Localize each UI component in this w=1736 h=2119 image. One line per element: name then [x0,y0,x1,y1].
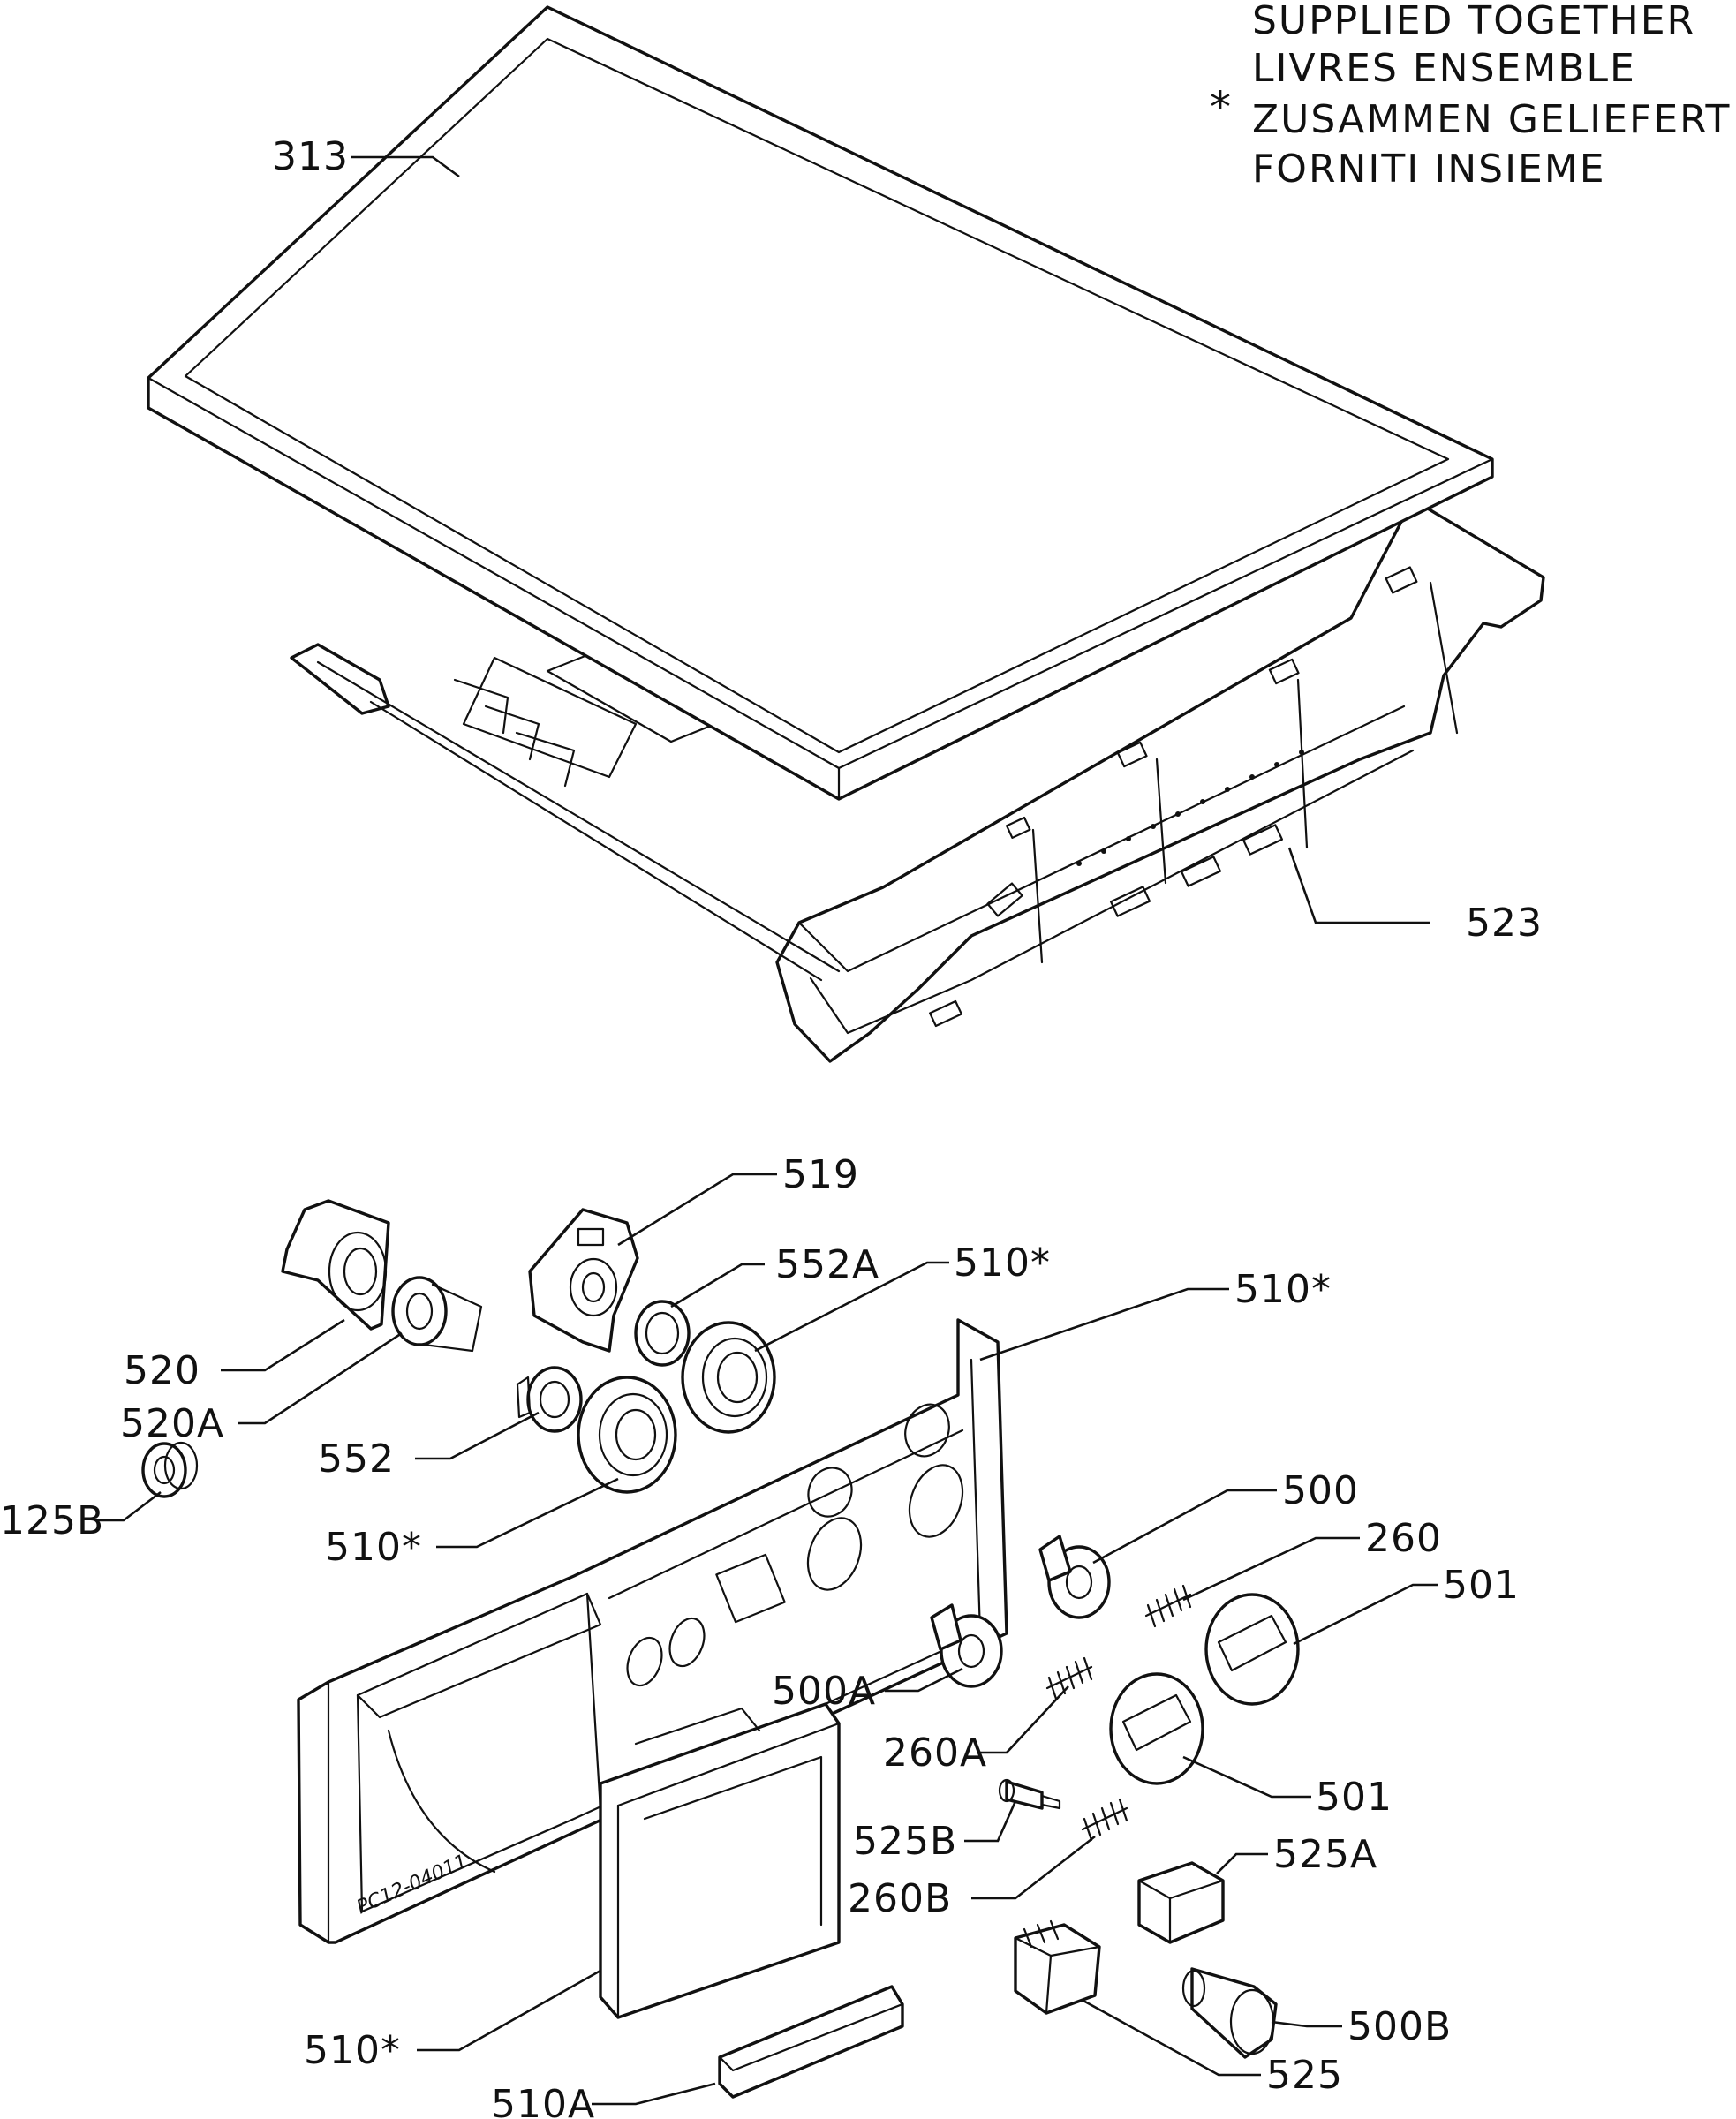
callout-260: 260 [1365,1516,1442,1561]
part-260B-spring [1081,1798,1128,1842]
callout-260A: 260A [883,1731,987,1776]
part-510-drawer-handle [599,1702,841,2019]
callout-labels: 313 523 519 552A 510* 510* 520 520A 125B… [0,134,1543,2119]
part-500-shaft [1038,1535,1111,1619]
callout-500: 500 [1282,1468,1359,1513]
part-510A-label-strip [718,1985,904,2099]
part-260-spring [1144,1584,1192,1628]
callout-260B: 260B [848,1876,952,1921]
part-520A-gear [391,1276,483,1353]
callout-313: 313 [272,134,349,179]
part-500B-shaft [1181,1967,1278,2059]
legend-line-1: SUPPLIED TOGETHER [1252,0,1695,43]
legend-marker: * [1210,83,1231,132]
callout-510A: 510A [491,2082,595,2119]
part-313-lid [147,5,1494,801]
callout-510-handle: 510* [304,2028,401,2073]
callout-552A: 552A [775,1242,879,1287]
part-519-cam [528,1208,639,1353]
legend: SUPPLIED TOGETHER LIVRES ENSEMBLE * ZUSA… [1210,0,1731,192]
part-510-control-panel: PC12-04011 [297,1318,1008,1944]
callout-500B: 500B [1347,2004,1452,2049]
callout-501-lower: 501 [1316,1775,1393,1820]
part-525-switch [1014,1919,1101,2015]
part-552-coupler [516,1366,583,1433]
callout-501-upper: 501 [1443,1563,1520,1608]
part-552A-ring [634,1300,691,1367]
callout-523: 523 [1466,901,1543,946]
part-520-bracket [281,1199,390,1331]
callout-125B: 125B [0,1498,104,1543]
legend-line-3: ZUSAMMEN GELIEFERT [1252,97,1731,142]
callout-552: 552 [318,1437,395,1482]
callout-510-knob-lower: 510* [325,1525,422,1570]
leader-lines [97,155,1438,2106]
callout-520: 520 [124,1348,200,1393]
part-525A-button [1137,1861,1225,1944]
part-501-knob-lower [1109,1672,1204,1785]
callout-500A: 500A [772,1669,876,1714]
part-501-knob-upper [1204,1593,1300,1706]
callout-510-panel: 510* [1234,1267,1332,1312]
part-500A-shaft [930,1603,1003,1688]
callout-520A: 520A [120,1401,224,1446]
part-260A-spring [1045,1656,1093,1700]
callout-525B: 525B [853,1819,957,1864]
callout-519: 519 [782,1152,859,1197]
legend-line-2: LIVRES ENSEMBLE [1252,46,1636,91]
callout-510-knob: 510* [954,1240,1051,1286]
frame-holes [1076,750,1304,866]
callout-525A: 525A [1273,1832,1377,1877]
part-510-knob-lower [577,1376,677,1494]
part-510-knob-upper [681,1321,776,1434]
legend-line-4: FORNITI INSIEME [1252,147,1606,192]
part-525B-pin [998,1778,1061,1810]
part-125B-bushing [141,1441,199,1498]
callout-525: 525 [1266,2053,1343,2098]
